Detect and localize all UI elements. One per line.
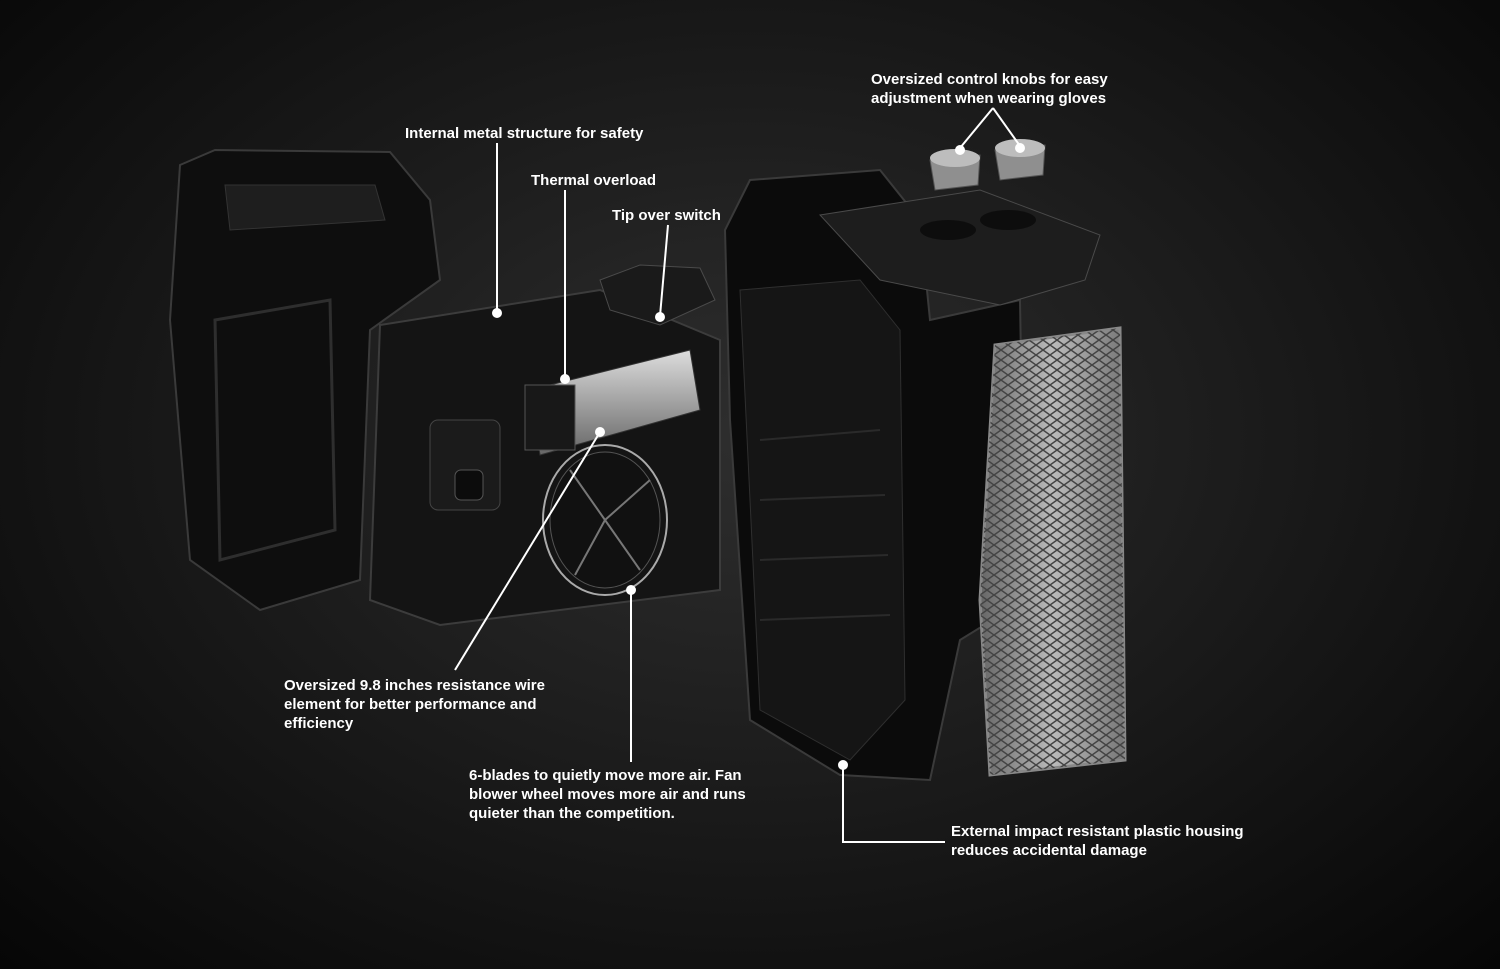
back-panel xyxy=(168,148,442,612)
callout-fan-blades: 6-blades to quietly move more air. Fan b… xyxy=(469,766,746,823)
control-panel xyxy=(818,189,1101,306)
callout-line: quieter than the competition. xyxy=(469,805,675,822)
callout-line: adjustment when wearing gloves xyxy=(871,90,1107,107)
callout-line: blower wheel moves more air and runs xyxy=(469,786,746,803)
heating-element xyxy=(524,349,701,456)
callout-tip-over-switch: Tip over switch xyxy=(612,206,721,225)
callout-line: Oversized control knobs for easy xyxy=(871,71,1108,88)
callout-line: Internal metal structure for safety xyxy=(405,125,644,142)
callout-resistance-wire: Oversized 9.8 inches resistance wire ele… xyxy=(284,676,545,733)
callout-thermal-overload: Thermal overload xyxy=(531,171,656,190)
fan-blower-wheel xyxy=(542,444,668,596)
callout-line: Oversized 9.8 inches resistance wire xyxy=(284,677,545,694)
callout-knobs: Oversized control knobs for easy adjustm… xyxy=(871,70,1108,108)
callout-line: External impact resistant plastic housin… xyxy=(951,823,1244,840)
callout-line: element for better performance and xyxy=(284,696,537,713)
callout-line: 6-blades to quietly move more air. Fan xyxy=(469,767,742,784)
callout-line: efficiency xyxy=(284,715,354,732)
callout-line: reduces accidental damage xyxy=(951,842,1147,859)
callout-metal-structure: Internal metal structure for safety xyxy=(405,124,643,143)
internal-metal-frame xyxy=(368,288,721,627)
control-knobs xyxy=(929,139,1046,191)
callout-line: Tip over switch xyxy=(612,207,721,224)
leader-lines xyxy=(454,107,1021,843)
callout-housing: External impact resistant plastic housin… xyxy=(951,822,1244,860)
front-grille xyxy=(978,326,1127,777)
main-housing xyxy=(723,168,1027,782)
tip-over-switch xyxy=(599,264,716,326)
callout-line: Thermal overload xyxy=(531,172,657,189)
